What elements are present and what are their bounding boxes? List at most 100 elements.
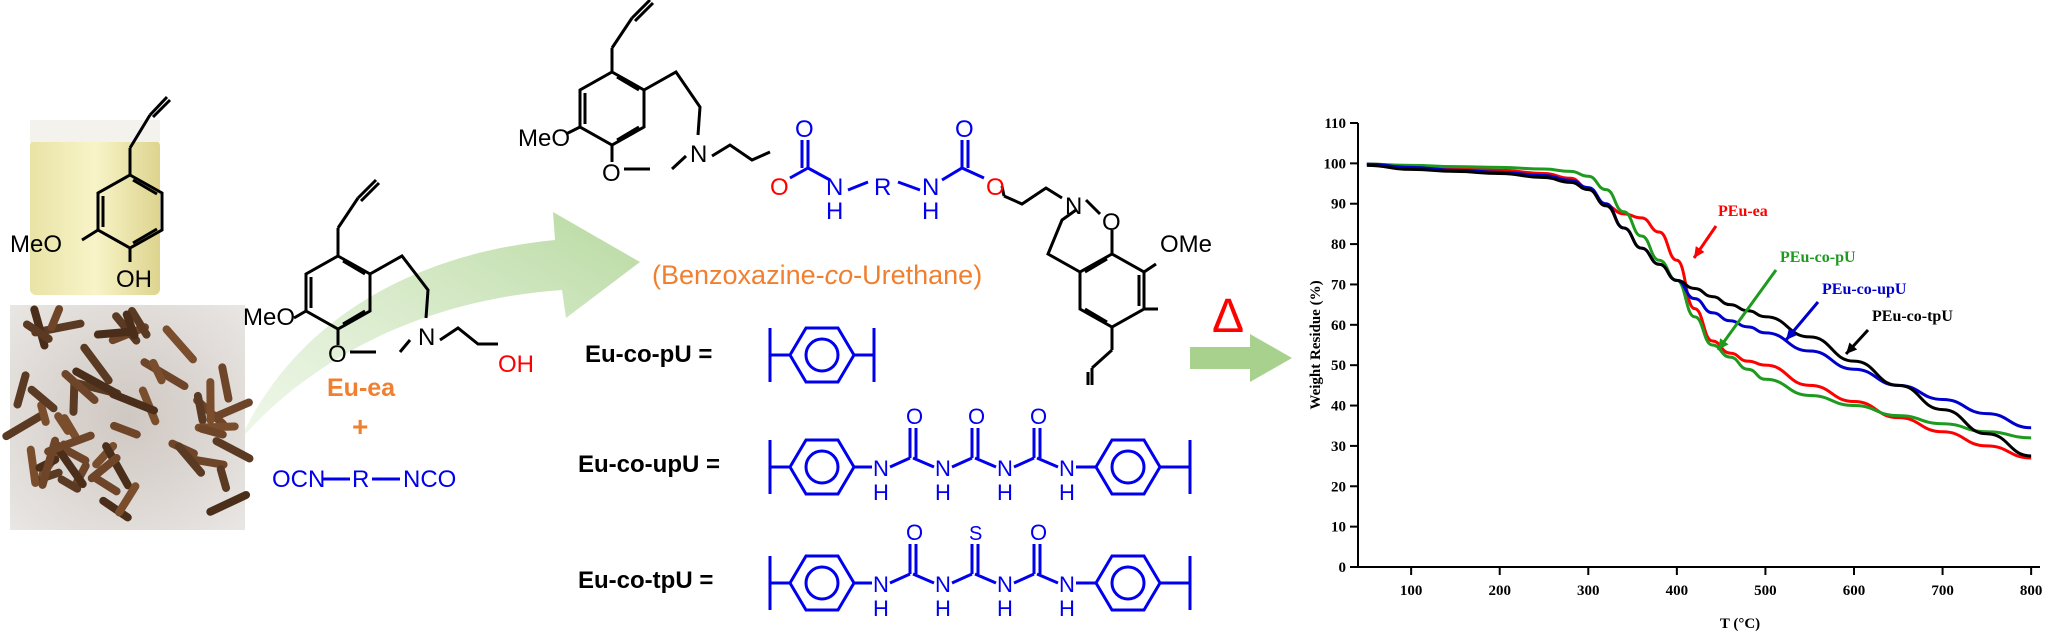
eugenol-meo-label: MeO xyxy=(10,231,62,258)
chart-y-tick-label: 110 xyxy=(1324,116,1346,132)
chart-annotation-arrowhead xyxy=(1718,338,1729,350)
chart-y-tick-label: 50 xyxy=(1331,358,1346,374)
chart-series-line-peu-co-upu xyxy=(1366,162,2032,430)
clove-bud xyxy=(193,391,207,425)
structure-tpu-atoms: N H O N H S N H O N H xyxy=(873,520,1075,621)
svg-text:H: H xyxy=(997,596,1013,621)
svg-text:S: S xyxy=(969,523,982,545)
clove-bud xyxy=(110,421,141,439)
chart-x-tick-label: 500 xyxy=(1754,583,1777,599)
chart-y-tick-label: 0 xyxy=(1339,560,1347,576)
clove-bud xyxy=(69,380,79,416)
monomer-n-right: N xyxy=(1065,193,1082,220)
svg-text:N: N xyxy=(1059,456,1075,481)
eu-ea-compound-name: Eu-ea xyxy=(327,374,396,402)
chart-x-tick-label: 100 xyxy=(1400,583,1423,599)
svg-text:H: H xyxy=(873,596,889,621)
monomer-ester-o-right: O xyxy=(986,174,1005,201)
eu-ea-structure xyxy=(293,178,498,354)
svg-text:H: H xyxy=(1059,596,1075,621)
structure-pu xyxy=(768,326,876,384)
svg-text:OCN: OCN xyxy=(272,466,325,493)
monomer-n-left: N xyxy=(690,141,707,168)
eugenol-structure xyxy=(81,95,172,262)
diisocyanate-formula: OCN R NCO xyxy=(272,466,456,493)
clove-bud xyxy=(37,401,50,426)
eu-ea-oh-label: OH xyxy=(498,351,534,378)
chart-y-axis-label: Weight Residue (%) xyxy=(1308,280,1324,409)
clove-bud xyxy=(206,491,251,516)
clove-bud xyxy=(149,358,166,385)
chart-annotation-arrow xyxy=(1716,269,1778,351)
svg-text:N: N xyxy=(935,456,951,481)
monomer-o-left: O xyxy=(602,160,621,187)
clove-bud xyxy=(218,363,233,403)
monomer-ester-o-left: O xyxy=(770,174,789,201)
clove-bud xyxy=(115,482,140,517)
chart-annotation-arrowhead xyxy=(1694,246,1705,258)
monomer-carbonyl-o-left: O xyxy=(795,116,814,143)
eu-ea-meo-label: MeO xyxy=(243,304,295,331)
clove-bud xyxy=(22,320,53,343)
chart-x-axis-label: T (°C) xyxy=(1720,616,1760,632)
clove-bud xyxy=(89,472,121,496)
svg-text:H: H xyxy=(873,480,889,505)
monomer-ome-right: OMe xyxy=(1160,231,1212,258)
svg-text:N: N xyxy=(1059,572,1075,597)
chart-y-tick-label: 70 xyxy=(1331,277,1346,293)
clove-bud xyxy=(102,442,133,490)
structure-upu-atoms: N H O N H O N H O N H xyxy=(873,404,1075,505)
clove-bud xyxy=(206,378,215,425)
monomer-caption: (Benzoxazine-co-Urethane) xyxy=(652,260,982,290)
chart-x-tick-label: 800 xyxy=(2020,583,2043,599)
svg-text:N: N xyxy=(873,572,889,597)
chart-series-label: PEu-co-pU xyxy=(1780,249,1856,266)
chart-series-line-peu-co-tpu xyxy=(1366,163,2032,458)
monomer-nh1-n: N xyxy=(826,174,843,201)
clove-bud xyxy=(197,424,227,439)
chart-annotation-arrowhead xyxy=(1846,342,1858,354)
clove-bud xyxy=(61,370,99,404)
structure-upu xyxy=(768,428,1192,496)
clove-bud xyxy=(47,305,64,332)
chart-series-line-peu-ea xyxy=(1366,162,2032,460)
svg-text:N: N xyxy=(997,456,1013,481)
chart-x-tick-label: 400 xyxy=(1666,583,1689,599)
clove-bud xyxy=(174,442,206,477)
svg-text:O: O xyxy=(1030,404,1047,429)
clove-bud xyxy=(27,385,58,413)
clove-bud xyxy=(127,307,151,339)
monomer-carbonyl-o-right: O xyxy=(955,116,974,143)
clove-bud xyxy=(162,325,197,364)
chart-y-tick-label: 40 xyxy=(1331,399,1346,415)
chart-x-tick-label: 300 xyxy=(1577,583,1600,599)
chart-series-label: PEu-ea xyxy=(1718,203,1768,220)
svg-text:O: O xyxy=(906,520,923,545)
clove-bud xyxy=(26,445,40,487)
svg-text:H: H xyxy=(997,480,1013,505)
chart-y-tick-label: 20 xyxy=(1331,479,1346,495)
clove-bud xyxy=(122,310,139,340)
clove-bud xyxy=(93,327,136,339)
svg-text:H: H xyxy=(1059,480,1075,505)
chart-y-tick-label: 100 xyxy=(1324,156,1347,172)
chart-series-label: PEu-co-upU xyxy=(1822,281,1907,298)
clove-bud xyxy=(191,456,228,469)
clove-bud xyxy=(13,371,30,409)
clove-bud xyxy=(99,496,132,522)
chart-x-tick-label: 600 xyxy=(1843,583,1866,599)
svg-text:NCO: NCO xyxy=(403,466,456,493)
cloves-photo xyxy=(2,305,254,530)
monomer-urethane-core xyxy=(789,140,985,192)
monomer-ester-link-right xyxy=(1000,185,1006,197)
monomer-nh2-n: N xyxy=(922,174,939,201)
eugenol-oh-label: OH xyxy=(116,266,152,293)
svg-text:O: O xyxy=(968,404,985,429)
chart-y-tick-label: 80 xyxy=(1331,237,1346,253)
clove-bud xyxy=(72,367,120,397)
clove-bud xyxy=(44,431,95,456)
clove-bud xyxy=(57,475,82,493)
chart-series-label: PEu-co-tpU xyxy=(1872,308,1953,325)
monomer-nh1-h: H xyxy=(826,198,843,225)
